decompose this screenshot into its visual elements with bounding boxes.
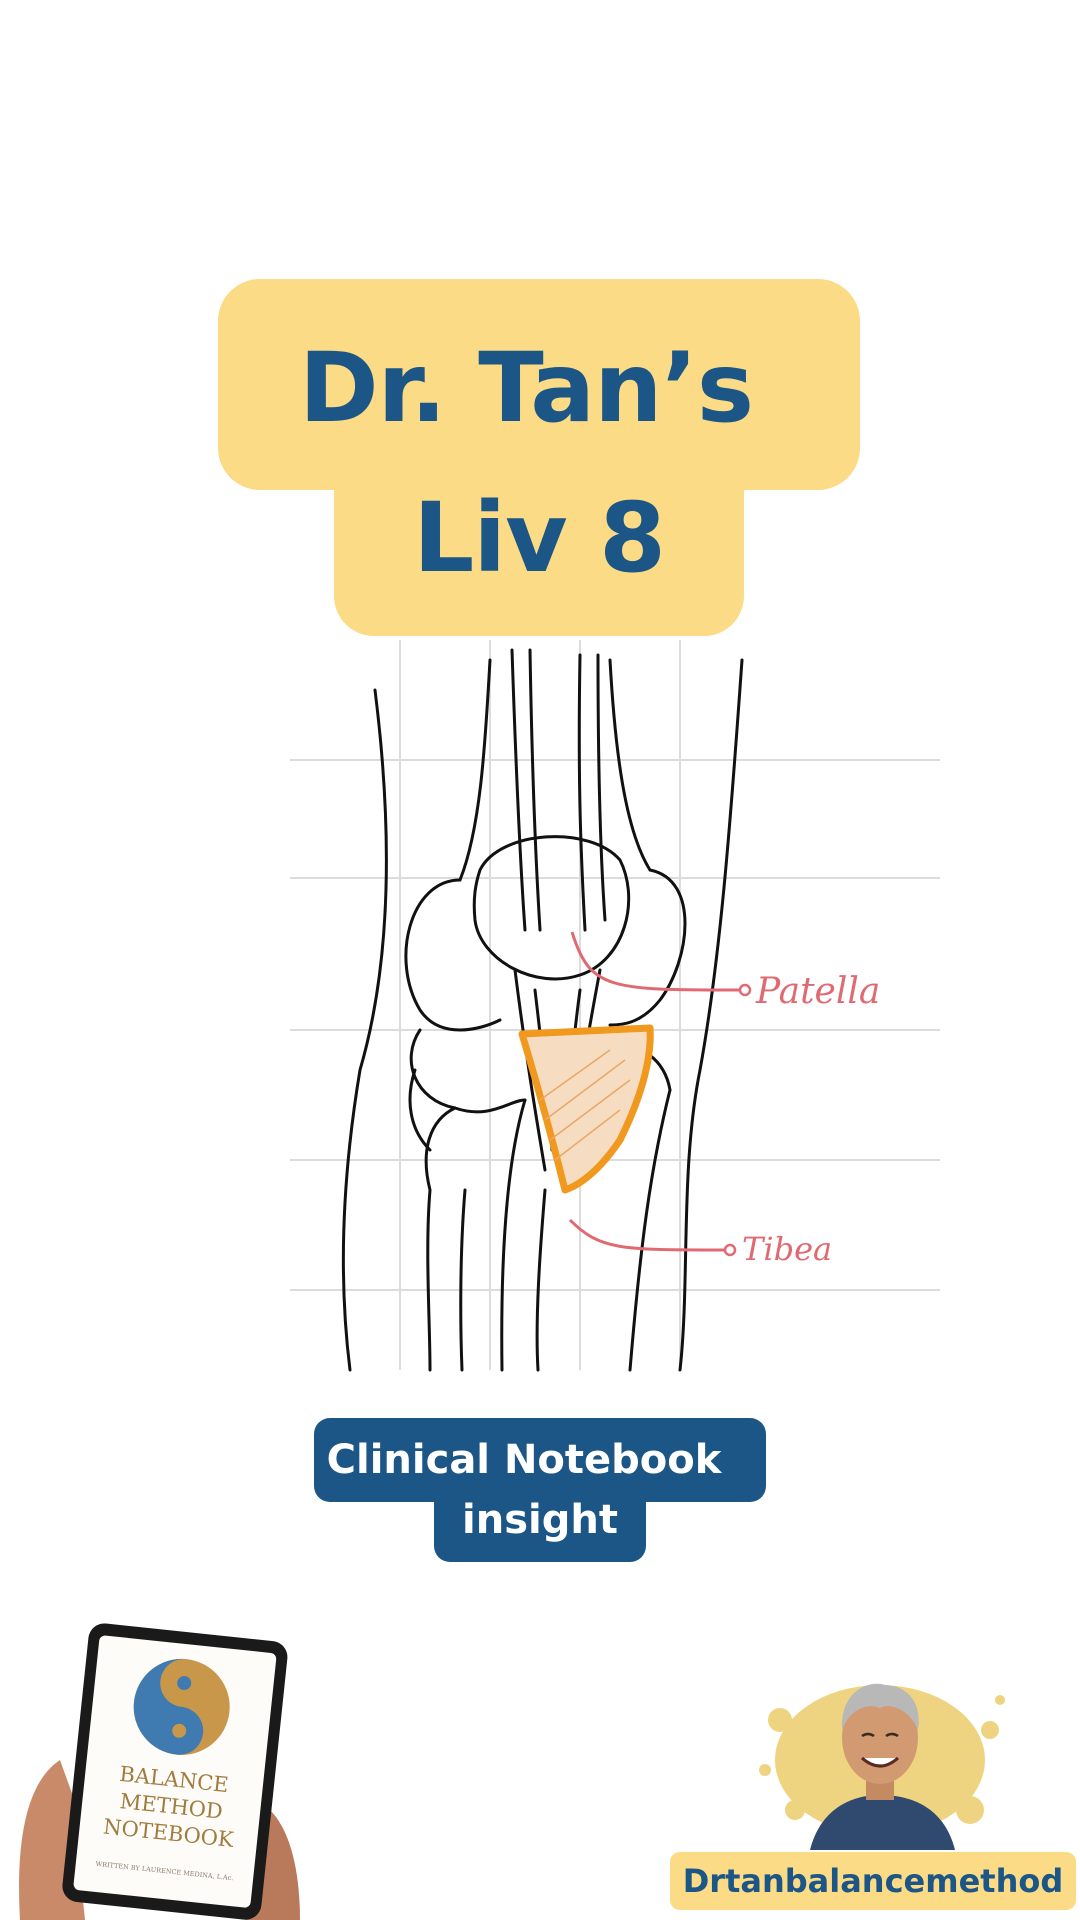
- femoral-condyle-left: [404, 878, 502, 1032]
- patella-label: Patella: [755, 971, 880, 1012]
- femoral-condyle-right: [608, 868, 687, 1027]
- liv8-region: [518, 1024, 654, 1194]
- knee-anatomy-diagram: Patella Tibea: [290, 640, 940, 1372]
- tibia-leader-line: [568, 1218, 726, 1252]
- leg-outline-left: [341, 688, 388, 1372]
- patella-leader-line: [570, 931, 741, 992]
- tibial-plateau: [409, 1028, 527, 1114]
- badge-line-2: insight: [462, 1497, 618, 1543]
- femur-left: [458, 658, 492, 882]
- notebook-tablet-image: BALANCE METHOD NOTEBOOK WRITTEN BY LAURE…: [19, 1623, 300, 1920]
- badge-line-1: Clinical Notebook: [326, 1437, 722, 1483]
- femur-right: [608, 658, 652, 872]
- author-portrait: [759, 1683, 1005, 1850]
- patella: [472, 835, 631, 981]
- title-line-2: Liv 8: [413, 482, 666, 594]
- tibia-shaft-right: [628, 1088, 672, 1372]
- leg-outline-right: [678, 658, 744, 1372]
- handle-text: Drtanbalancemethod: [682, 1862, 1064, 1900]
- title-line-1: Dr. Tan’s: [298, 332, 754, 444]
- tibia-label: Tibea: [742, 1230, 832, 1268]
- fibula: [424, 1106, 457, 1372]
- tibia-shaft-left: [500, 1098, 527, 1372]
- title-banner-tab: [334, 440, 744, 636]
- handle-badge: Drtanbalancemethod: [670, 1852, 1076, 1910]
- badge-bottom: [434, 1478, 646, 1562]
